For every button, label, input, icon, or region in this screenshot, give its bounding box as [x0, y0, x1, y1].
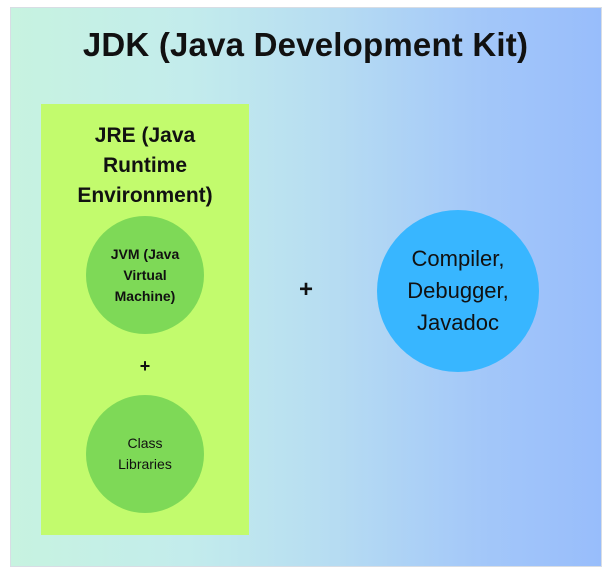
jdk-plus-sign: + [298, 276, 313, 303]
class-libraries-label: Class Libraries [118, 435, 172, 472]
jre-plus-sign: + [139, 356, 151, 376]
class-libraries-circle: Class Libraries [86, 395, 204, 513]
dev-tools-circle: Compiler, Debugger, Javadoc [377, 210, 539, 372]
diagram-title: JDK (Java Development Kit) [82, 26, 529, 63]
jvm-circle: JVM (Java Virtual Machine) [86, 216, 204, 334]
jvm-label: JVM (Java Virtual Machine) [110, 245, 180, 304]
dev-tools-label: Compiler, Debugger, Javadoc [407, 246, 509, 335]
jre-label: JRE (Java Runtime Environment) [77, 124, 213, 207]
